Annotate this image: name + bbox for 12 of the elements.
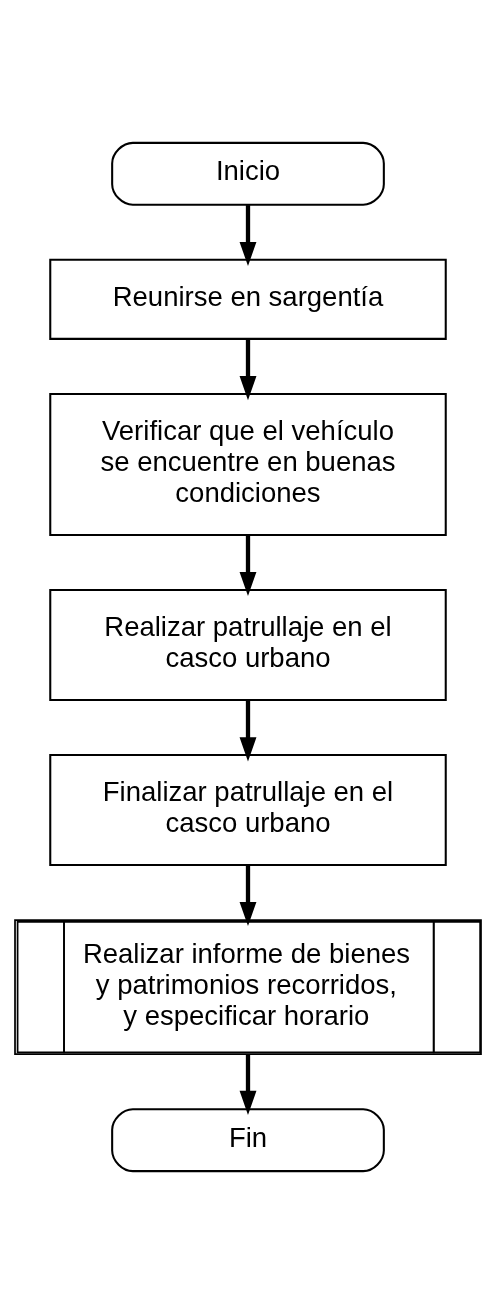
node-box: Finalizar patrullaje en el casco urbano [49,753,447,866]
arrow [239,338,257,400]
node-box: Inicio [111,141,385,206]
node-box: Reunirse en sargentía [49,258,447,340]
node-box: Fin [111,1107,385,1172]
arrow [239,204,257,266]
arrow [239,534,257,596]
arrow [239,864,257,926]
arrow [239,1053,257,1115]
arrow [239,699,257,761]
node-box: Verificar que el vehículo se encuentre en buenas condiciones [49,392,447,536]
node-box: Realizar patrullaje en el casco urbano [49,588,447,701]
